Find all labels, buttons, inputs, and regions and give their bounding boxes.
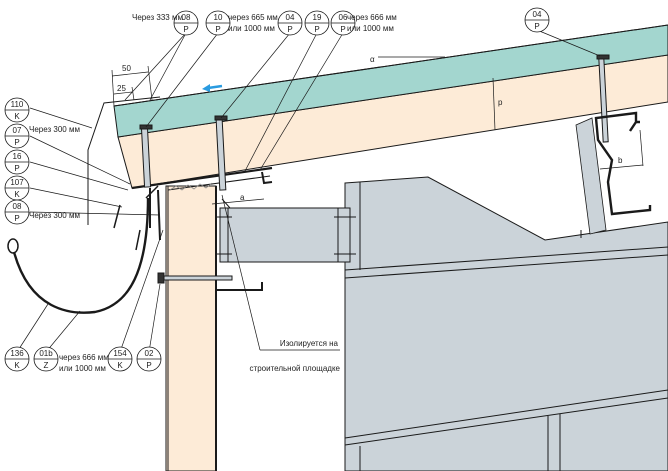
callout-code: 06 [339,13,348,22]
callout-type: P [534,22,539,31]
steel-rafter [344,176,668,471]
leader-lines [16,29,601,353]
callout-type: P [183,25,188,34]
callout-code: 154 [113,349,127,358]
callout-code: 01b [39,349,53,358]
callout-c02: 02P [136,346,162,372]
callout-type: P [215,25,220,34]
callout-c10: 10P [205,10,231,36]
callout-code: 107 [10,178,24,187]
callout-code: 02 [145,349,154,358]
callout-code: 08 [182,13,191,22]
callout-type: P [14,164,19,173]
insulation-filler [169,182,213,191]
callout-type: K [14,361,20,370]
callout-type: P [14,214,19,223]
wall-panel [165,185,217,471]
dim-b: b [618,156,623,165]
note-08-left: Через 300 мм [29,211,80,220]
eave-purlin [215,171,273,291]
callout-type: P [314,25,319,34]
note-07: Через 300 мм [29,125,80,134]
callout-c04b: 04P [524,7,550,33]
dim-50: 50 [122,64,131,73]
callout-type: K [14,190,20,199]
callout-type: P [287,25,292,34]
callout-code: 10 [214,13,223,22]
steel-frame [210,176,668,471]
gutter-hook [149,188,161,241]
callout-bubbles: 08P10P04P19P06P04P110K07P16P107K08P136K0… [4,7,550,372]
dimensions [111,56,644,205]
note-10-line2: или 1000 мм [228,24,275,33]
callout-c07: 07P [4,123,30,149]
wall-bracket [157,272,233,284]
callout-type: P [146,361,151,370]
dim-a: a [240,193,245,202]
screw-3 [596,54,610,143]
connection-stub-beam [219,207,351,263]
callout-code: 08 [13,202,22,211]
note-08-top: Через 333 мм [132,13,183,22]
callout-c19: 19P [304,10,330,36]
ridge-purlin [575,111,652,238]
callout-c08b: 08P [4,199,30,225]
dim-thickness: p [498,98,503,107]
roof-panel [113,24,668,189]
callout-code: 04 [533,10,542,19]
gutter [7,185,159,314]
site-note-line1: Изолируется на [280,339,339,348]
callout-c06: 06P [330,10,356,36]
water-flow-arrow [202,84,223,92]
callout-code: 04 [286,13,295,22]
note-06-line1: через 666 мм [347,13,397,22]
dim-slope: α [370,55,375,64]
note-10-line1: через 665 мм [228,13,278,22]
callout-type: K [14,112,20,121]
callout-type: P [340,25,345,34]
note-06-line2: или 1000 мм [347,24,394,33]
callout-type: Z [44,361,49,370]
roof-screws [139,54,610,191]
note-01b-line1: через 666 мм [59,353,109,362]
eave-flashing [87,96,161,225]
callout-type: K [117,361,123,370]
callout-c08a: 08P [173,10,199,36]
callout-code: 110 [11,100,24,109]
callout-code: 19 [313,13,322,22]
callout-c04a: 04P [277,10,303,36]
site-note-line2: строительной площадке [250,364,341,373]
callout-code: 136 [10,349,24,358]
callout-code: 16 [13,152,22,161]
dim-25: 25 [117,84,126,93]
callout-code: 07 [13,126,22,135]
callout-type: P [14,138,19,147]
note-01b-line2: или 1000 мм [59,364,106,373]
callout-c16: 16P [4,149,30,175]
